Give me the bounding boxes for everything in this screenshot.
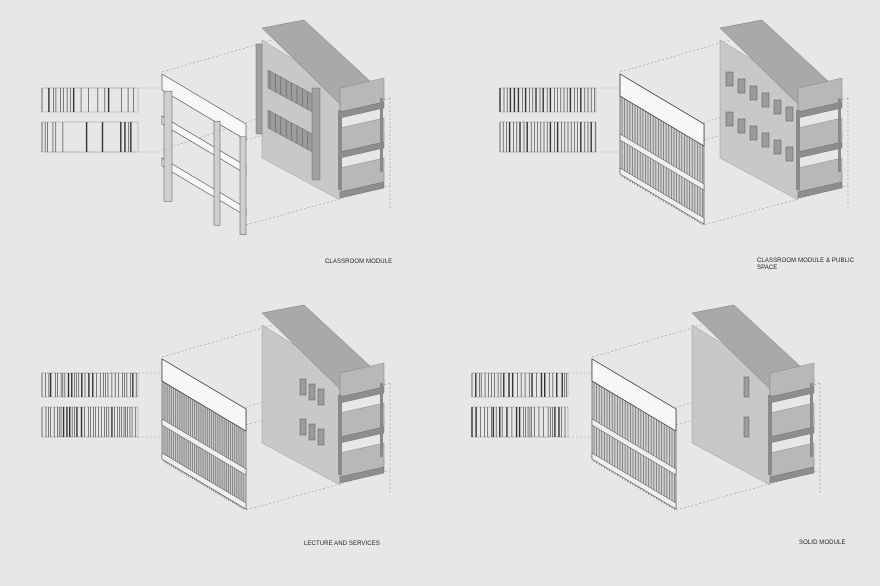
window (785, 146, 794, 162)
floor-slab (339, 181, 385, 199)
column (810, 383, 813, 457)
screen-base-band (591, 452, 677, 510)
screen-parapet (161, 358, 247, 432)
module-2 (499, 19, 849, 226)
window (317, 428, 325, 446)
window (308, 423, 316, 441)
floor-slab (797, 181, 843, 199)
column (380, 383, 383, 457)
screen-parapet (591, 358, 677, 432)
column (796, 110, 800, 190)
window (773, 99, 782, 115)
elevation-strip (41, 87, 139, 113)
module-4 (471, 304, 821, 511)
elevation-strip (471, 372, 569, 398)
caption-classroom-module: CLASSROOM MODULE (325, 259, 393, 265)
window (737, 78, 746, 94)
screen-post (213, 120, 221, 226)
screen-parapet (619, 73, 705, 147)
floor-slab (769, 466, 815, 484)
elevation-strip (41, 372, 139, 398)
caption-solid-module: SOLID MODULE (799, 540, 846, 546)
screen-post (163, 90, 173, 202)
elevation-strip (41, 121, 139, 153)
column (255, 43, 263, 135)
caption-classroom-public-space: CLASSROOM MODULE & PUBLIC SPACE (757, 258, 855, 271)
screen-floor-band (591, 418, 677, 476)
module-1 (41, 19, 391, 236)
screen-base-band (161, 452, 247, 510)
window (761, 132, 770, 148)
window (761, 92, 770, 108)
window (737, 118, 746, 134)
window (749, 85, 758, 101)
screen-floor-band (619, 133, 705, 191)
window (317, 388, 325, 406)
screen-base-band (619, 167, 705, 225)
column (311, 87, 321, 181)
window (299, 378, 307, 396)
elevation-strip (499, 121, 597, 153)
screen-floor-band (161, 418, 247, 476)
elevation-strip (41, 406, 139, 438)
window (773, 139, 782, 155)
column (768, 395, 772, 475)
module-3 (41, 304, 391, 511)
window (785, 106, 794, 122)
column (338, 110, 342, 190)
window (299, 418, 307, 436)
window (743, 416, 750, 438)
column (838, 98, 841, 172)
window (308, 383, 316, 401)
column (338, 395, 342, 475)
floor-slab (339, 466, 385, 484)
column (380, 98, 383, 172)
caption-lecture-services: LECTURE AND SERVICES (304, 541, 380, 547)
screen-post (239, 136, 247, 236)
window (749, 125, 758, 141)
window (743, 376, 750, 398)
window (725, 71, 734, 87)
window (725, 111, 734, 127)
